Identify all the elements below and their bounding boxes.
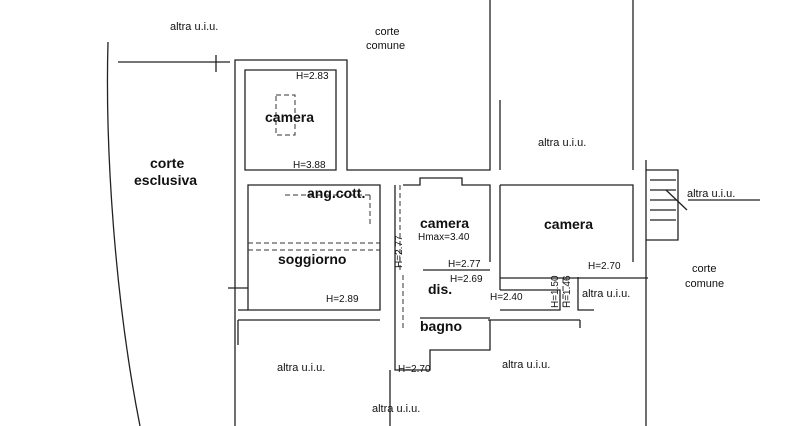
label-altra-right-upper: altra u.i.u. [538,137,586,149]
height-2-70-bottom: H=2.70 [398,364,431,375]
height-2-69: H=2.69 [450,274,483,285]
room-camera-3: camera [544,216,593,232]
label-altra-small: altra u.i.u. [582,288,630,300]
height-2-77-vertical: H=2.77 [394,235,405,268]
room-ang-cott: ang.cott. [307,185,365,201]
dashed-lines [248,94,564,330]
label-corte-comune-top: corte [375,26,399,38]
camera-2-hmax: Hmax=3.40 [418,232,470,243]
label-corte-comune-right: corte [692,263,716,275]
room-dis: dis. [428,281,452,297]
room-corte-esclusiva: corte [150,155,184,171]
height-2-40: H=2.40 [490,292,523,303]
height-2-77: H=2.77 [448,259,481,270]
height-2-83: H=2.83 [296,71,329,82]
height-3-88: H=3.88 [293,160,326,171]
label-corte-comune-top-2: comune [366,40,405,52]
label-altra-top: altra u.i.u. [170,21,218,33]
walls [106,0,760,426]
room-camera-1: camera [265,109,314,125]
height-2-89: H=2.89 [326,294,359,305]
label-altra-bottom-left: altra u.i.u. [277,362,325,374]
room-corte-esclusiva-2: esclusiva [134,172,197,188]
label-altra-bottom-right: altra u.i.u. [502,359,550,371]
height-1-50: H=1.50 [550,275,561,308]
room-camera-2: camera [420,215,469,231]
room-bagno: bagno [420,318,462,334]
height-1-46: H=1.46 [562,275,573,308]
height-2-70-right: H=2.70 [588,261,621,272]
label-altra-stairs: altra u.i.u. [687,188,735,200]
label-altra-bottom: altra u.i.u. [372,403,420,415]
label-corte-comune-right-2: comune [685,278,724,290]
room-soggiorno: soggiorno [278,251,346,267]
